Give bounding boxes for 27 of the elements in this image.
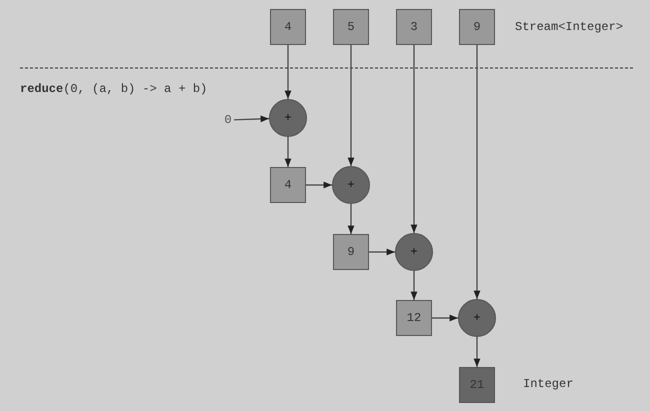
code-label: reduce(0, (a, b) -> a + b) [20, 82, 208, 96]
value-box: 3 [396, 9, 432, 45]
code-label: Integer [523, 377, 574, 391]
code-label: Stream<Integer> [515, 20, 624, 34]
arrow [348, 45, 354, 166]
arrow [284, 45, 292, 99]
arrow [369, 248, 395, 256]
operator-circle: + [458, 299, 496, 337]
value-box: 9 [459, 9, 495, 45]
arrow [234, 116, 270, 122]
operator-circle: + [332, 166, 370, 204]
value-box: 12 [396, 300, 432, 336]
arrow [432, 314, 458, 322]
value-box: 9 [333, 234, 369, 270]
value-box: 5 [333, 9, 369, 45]
value-box: 4 [270, 9, 306, 45]
operator-circle: + [269, 99, 307, 137]
initial-value: 0 [222, 113, 234, 127]
arrow [410, 271, 418, 300]
arrow [348, 204, 354, 234]
arrow [474, 45, 480, 299]
arrow [306, 182, 332, 188]
arrow [410, 45, 418, 233]
arrow [474, 337, 480, 367]
arrow [284, 137, 292, 167]
operator-circle: + [395, 233, 433, 271]
value-box: 4 [270, 167, 306, 203]
